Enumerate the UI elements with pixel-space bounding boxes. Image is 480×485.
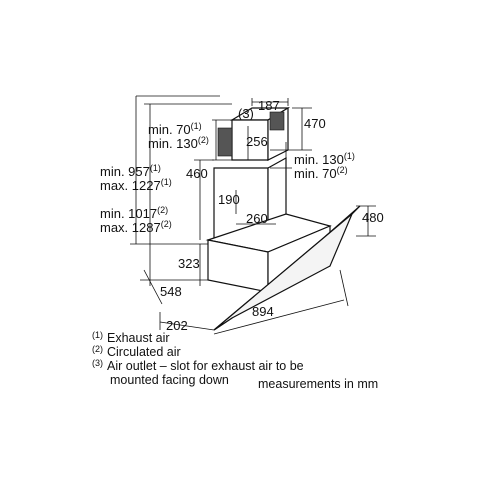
label-min957: min. 957(1) [100, 163, 161, 179]
label-min1017: min. 1017(2) [100, 205, 168, 221]
chimney-upper [217, 106, 291, 161]
label-max1287: max. 1287(2) [100, 219, 172, 235]
dimension-lines [130, 95, 376, 335]
vent-slot-right [269, 111, 285, 131]
legend-item-3-continued: mounted facing down [110, 373, 229, 387]
dim-202: 202 [166, 318, 188, 333]
clearance-labels: (3) min. 70(1) min. 130(2) min. 130(1) m… [100, 106, 355, 235]
units-note: measurements in mm [258, 377, 378, 391]
label-max1227: max. 1227(1) [100, 177, 172, 193]
vent-slot-left [217, 127, 233, 157]
legend: (1)Exhaust air (2)Circulated air (3)Air … [92, 330, 378, 391]
label-min130-exhaust: min. 130(1) [294, 151, 355, 167]
dim-256: 256 [246, 134, 268, 149]
label-min70-circulated: min. 70(2) [294, 165, 348, 181]
glass-panel-face [213, 213, 353, 331]
hood-body [205, 205, 361, 331]
dim-460: 460 [186, 166, 208, 181]
dimension-values: 187 470 256 460 190 260 480 323 548 894 … [160, 98, 384, 333]
legend-item-2: (2)Circulated air [92, 344, 181, 359]
legend-item-1: (1)Exhaust air [92, 330, 170, 345]
callout-3: (3) [238, 106, 254, 121]
dim-548: 548 [160, 284, 182, 299]
legend-item-3: (3)Air outlet – slot for exhaust air to … [92, 358, 304, 373]
dim-323: 323 [178, 256, 200, 271]
dim-190: 190 [218, 192, 240, 207]
dim-187: 187 [258, 98, 280, 113]
label-min130-circulated: min. 130(2) [148, 135, 209, 151]
dim-260: 260 [246, 211, 268, 226]
label-min70-exhaust: min. 70(1) [148, 121, 202, 137]
dim-894: 894 [252, 304, 274, 319]
dim-480: 480 [362, 210, 384, 225]
dim-470: 470 [304, 116, 326, 131]
